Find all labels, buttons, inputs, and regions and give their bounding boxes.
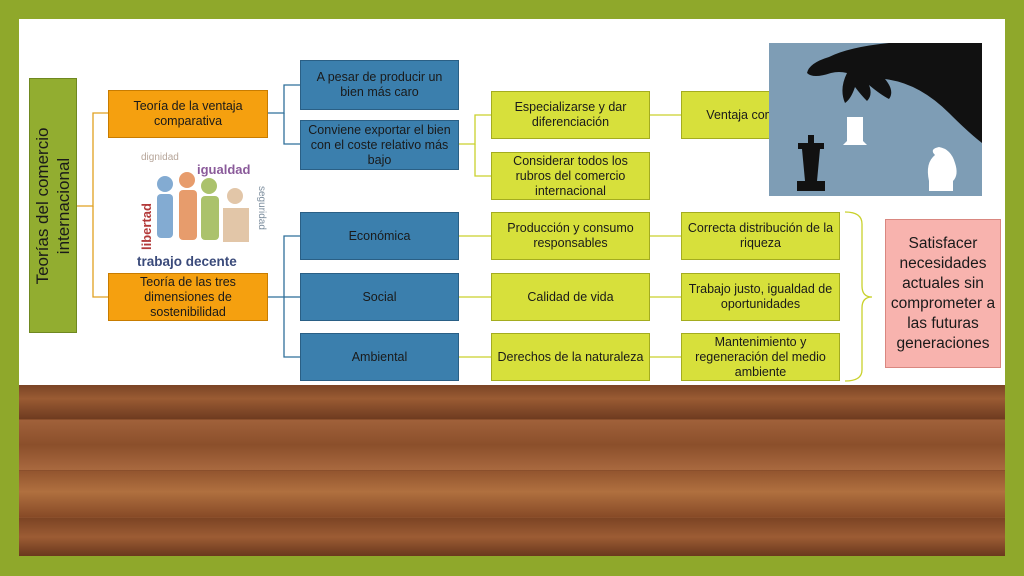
word-igualdad: igualdad [197, 162, 251, 177]
box-social: Social [300, 273, 459, 321]
word-seguridad: seguridad [256, 186, 267, 230]
word-dignidad: dignidad [141, 152, 179, 163]
chess-king-icon [797, 135, 825, 191]
box-trabajo-justo: Trabajo justo, igualdad de oportunidades [681, 273, 840, 321]
people-illustration-icon: dignidad igualdad libertad seguridad tra… [135, 150, 271, 270]
conclusion-box: Satisfacer necesidades actuales sin comp… [885, 219, 1001, 368]
title-box: Teorías del comercio internacional [29, 78, 77, 333]
word-libertad: libertad [139, 203, 154, 250]
box-conviene-exportar: Conviene exportar el bien con el coste r… [300, 120, 459, 170]
box-mantenimiento: Mantenimiento y regeneración del medio a… [681, 333, 840, 381]
word-trabajo-decente: trabajo decente [137, 254, 237, 269]
chess-hand-icon [769, 43, 982, 196]
theory-sustainability-box: Teoría de las tres dimensiones de sosten… [108, 273, 268, 321]
box-distribucion-riqueza: Correcta distribución de la riqueza [681, 212, 840, 260]
box-considerar-rubros: Considerar todos los rubros del comercio… [491, 152, 650, 200]
box-derechos-naturaleza: Derechos de la naturaleza [491, 333, 650, 381]
chess-knight-icon [927, 147, 957, 191]
wood-background [19, 385, 1005, 556]
theory-comparative-box: Teoría de la ventaja comparativa [108, 90, 268, 138]
box-especializarse: Especializarse y dar diferenciación [491, 91, 650, 139]
box-calidad-vida: Calidad de vida [491, 273, 650, 321]
box-produccion-consumo: Producción y consumo responsables [491, 212, 650, 260]
box-economica: Económica [300, 212, 459, 260]
title-text: Teorías del comercio internacional [33, 127, 73, 284]
box-ambiental: Ambiental [300, 333, 459, 381]
box-a-pesar: A pesar de producir un bien más caro [300, 60, 459, 110]
